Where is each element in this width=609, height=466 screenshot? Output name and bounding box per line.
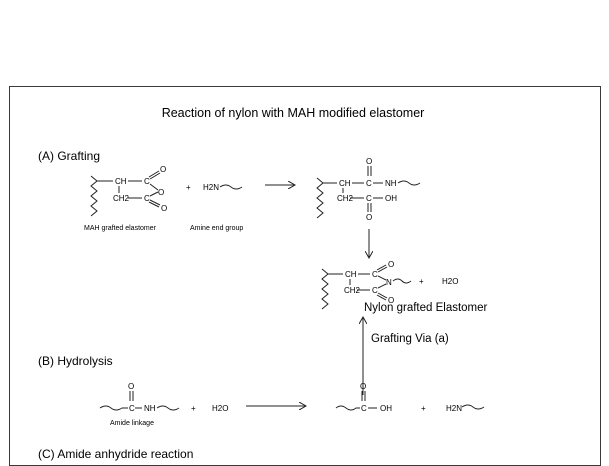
svg-text:C: C (366, 194, 372, 203)
label-grafting-via: Grafting Via (a) (371, 333, 449, 345)
polymer-backbone-zigzag (90, 175, 98, 217)
svg-text:OH: OH (380, 404, 392, 413)
svg-text:C: C (361, 404, 367, 413)
mah-grafted-elastomer-structure: CH C O O CH2 C O (90, 165, 167, 217)
svg-text:NH: NH (144, 404, 156, 413)
amic-acid-product-structure: CH C O NH CH2 C OH O (316, 157, 421, 222)
imide-backbone-zigzag (321, 268, 329, 310)
plus-sign-a: + (186, 183, 191, 192)
plus-sign-b1: + (191, 404, 196, 413)
carboxylic-acid-structure: C O OH (335, 382, 392, 413)
ch-group: CH (115, 177, 127, 186)
label-amide-linkage: Amide linkage (110, 420, 154, 427)
svg-text:C: C (372, 270, 378, 279)
svg-text:O: O (360, 382, 366, 391)
label-nylon-grafted-elastomer: Nylon grafted Elastomer (364, 302, 488, 314)
water-reactant: H2O (212, 404, 228, 413)
imide-product-structure: CH C O N CH2 C O (321, 260, 412, 310)
svg-text:O: O (388, 296, 394, 305)
product-backbone-zigzag (316, 177, 324, 219)
amine-end-group-structure: H2N (203, 183, 243, 192)
svg-text:OH: OH (385, 194, 397, 203)
plus-sign-b2: + (421, 404, 426, 413)
amine-product-structure: H2N (446, 404, 485, 413)
svg-text:CH2: CH2 (337, 194, 354, 203)
ring-o: O (158, 188, 164, 197)
ch2-group: CH2 (113, 194, 130, 203)
svg-text:O: O (366, 157, 372, 166)
carbonyl-o-bottom: O (161, 204, 167, 213)
section-hydrolysis: (B) Hydrolysis (38, 354, 113, 368)
amide-linkage-structure: C O NH (99, 382, 180, 413)
svg-text:O: O (388, 260, 394, 269)
svg-text:N: N (386, 278, 392, 287)
svg-text:CH: CH (345, 270, 357, 279)
section-amide-anhydride: (C) Amide anhydride reaction (38, 447, 193, 461)
svg-text:CH: CH (339, 179, 351, 188)
svg-text:CH2: CH2 (344, 286, 361, 295)
carbonyl-c-bottom: C (144, 194, 150, 203)
svg-text:O: O (128, 382, 134, 391)
plus-sign-imide: + (419, 277, 424, 286)
h2n-group: H2N (203, 183, 219, 192)
label-amine-end-group: Amine end group (190, 225, 243, 232)
carbonyl-o-top: O (160, 165, 166, 174)
section-grafting: (A) Grafting (38, 149, 100, 163)
svg-text:NH: NH (385, 179, 397, 188)
label-mah-grafted-elastomer: MAH grafted elastomer (84, 225, 157, 232)
svg-text:H2N: H2N (446, 404, 462, 413)
water-product: H2O (442, 277, 458, 286)
svg-text:C: C (366, 179, 372, 188)
svg-text:O: O (366, 213, 372, 222)
carbonyl-c-top: C (144, 177, 150, 186)
svg-text:C: C (129, 404, 135, 413)
diagram-title: Reaction of nylon with MAH modified elas… (162, 106, 425, 120)
svg-text:C: C (372, 286, 378, 295)
